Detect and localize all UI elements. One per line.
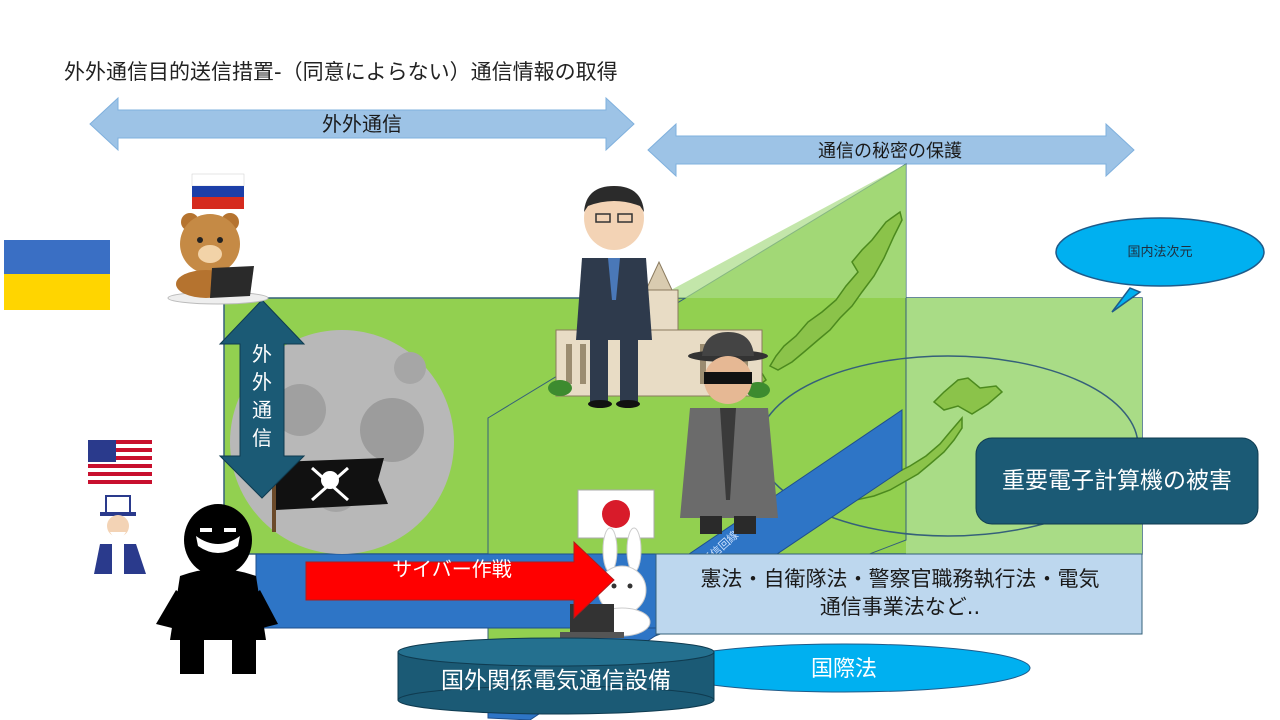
usa-flag-icon (88, 440, 152, 484)
ukraine-flag-icon (4, 240, 110, 310)
domestic-dimension-callout: 国内法次元 (1055, 217, 1265, 313)
uncle-sam-icon (94, 495, 146, 574)
outer-comm-arrow: 外外通信 (89, 96, 635, 152)
politician-icon (576, 186, 652, 408)
critical-computer-damage-label: 重要電子計算機の被害 (1002, 468, 1232, 494)
russia-flag-icon (191, 173, 245, 209)
outer-comm-arrow-label: 外外通信 (322, 112, 402, 136)
vertical-label-char-1: 外 (252, 342, 272, 366)
page-title: 外外通信目的送信措置-（同意によらない）通信情報の取得 (64, 60, 618, 84)
black-hacker-icon (156, 504, 278, 674)
laws-line-1: 憲法・自衛隊法・警察官職務執行法・電気 (701, 567, 1100, 591)
vertical-outer-comm-arrow: 外 外 通 信 (218, 299, 306, 499)
foreign-facility-cylinder: 国外関係電気通信設備 (397, 637, 715, 715)
cyber-operation-arrow: サイバー作戦 (305, 540, 615, 620)
vertical-label-char-3: 通 (252, 398, 272, 422)
secrecy-protection-arrow: 通信の秘密の保護 (647, 122, 1135, 178)
bear-hacker-icon (167, 213, 269, 305)
laws-box (655, 553, 1143, 635)
domestic-dimension-label: 国内法次元 (1127, 244, 1192, 260)
cyber-operation-label: サイバー作戦 (392, 557, 512, 581)
secrecy-protection-arrow-label: 通信の秘密の保護 (818, 141, 962, 162)
foreign-facility-label: 国外関係電気通信設備 (441, 668, 671, 694)
critical-computer-damage-box: 重要電子計算機の被害 (975, 437, 1259, 525)
japan-flag-icon (577, 489, 655, 539)
international-law-label: 国際法 (811, 657, 877, 682)
vertical-label-char-4: 信 (252, 426, 272, 450)
laws-line-2: 通信事業法など.. (820, 595, 980, 619)
spy-icon (680, 332, 778, 534)
vertical-label-char-2: 外 (252, 370, 272, 394)
vertical-plane-highlight (656, 164, 906, 298)
pirate-flag-icon (272, 458, 388, 532)
